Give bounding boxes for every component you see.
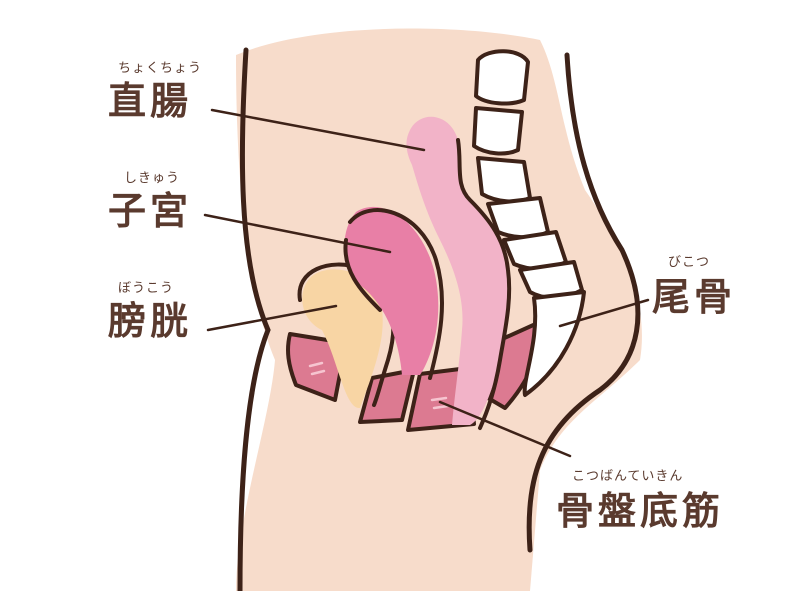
spine-vertebrae — [472, 49, 586, 397]
leader-line-pelvic-floor — [438, 400, 572, 458]
vertebra — [472, 106, 524, 156]
vertebra — [476, 156, 532, 204]
muscle-marks — [308, 361, 450, 410]
body-outline-right — [526, 52, 641, 553]
pelvic-floor-ruby: こつばんていきん — [572, 469, 684, 484]
leader-line-uterus — [203, 213, 392, 254]
coccyx-ruby: びこつ — [668, 255, 711, 270]
uterus-outline — [343, 208, 444, 380]
bladder-ruby: ぼうこう — [118, 281, 175, 296]
body-silhouette — [236, 28, 642, 591]
uterus-label: 子宮 — [108, 189, 193, 233]
rectum-outline — [456, 138, 512, 430]
rectum-organ — [406, 116, 510, 425]
leader-line-bladder — [206, 304, 338, 332]
muscle-segment — [358, 368, 416, 424]
bladder-organ — [302, 269, 383, 409]
body-outline-left — [237, 47, 271, 591]
rectum-ruby: ちょくちょう — [118, 61, 203, 76]
leader-line-coccyx — [558, 298, 650, 328]
leader-lines — [203, 108, 650, 458]
uterus-organ — [344, 206, 439, 375]
coccyx-bone — [522, 290, 586, 397]
bladder-label: 膀胱 — [108, 299, 193, 343]
pelvic-floor-label: 骨盤底筋 — [556, 489, 725, 533]
uterus-ruby: しきゅう — [124, 171, 181, 186]
rectum-label: 直腸 — [108, 79, 193, 123]
leader-line-rectum — [210, 108, 426, 152]
coccyx-label: 尾骨 — [652, 275, 737, 319]
vertebra — [474, 49, 530, 106]
vertebra — [486, 196, 550, 240]
